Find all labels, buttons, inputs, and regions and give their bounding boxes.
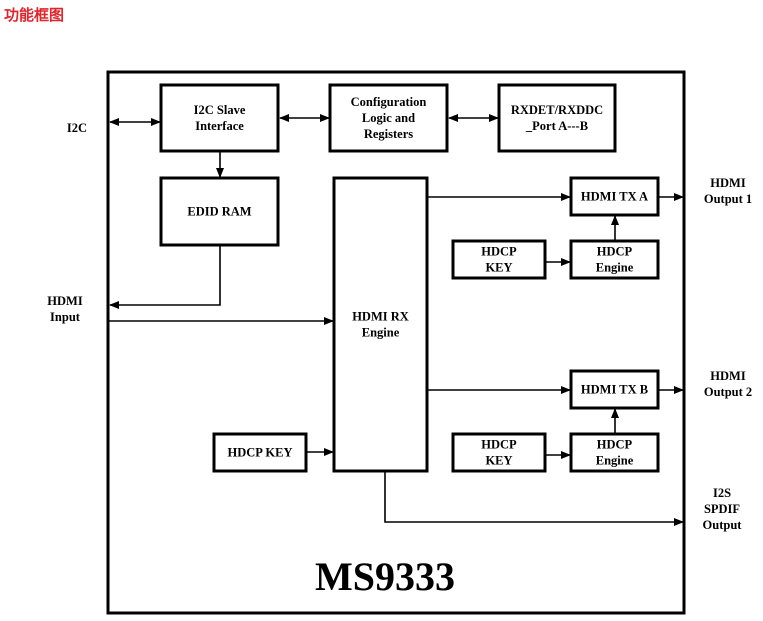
page-title: 功能框图: [4, 6, 65, 24]
hdcp-key-b-block-label: HDCP: [481, 438, 517, 452]
audio-output-port-label: Output: [703, 518, 743, 532]
hdcp-engine-b-block-rect: [569, 432, 660, 473]
config-block-label: Configuration: [351, 95, 427, 109]
hdmi-output-2-port-label: Output 2: [704, 385, 752, 399]
i2c-slave-block-label: I2C Slave: [194, 103, 246, 117]
config-block-label: Registers: [364, 127, 413, 141]
hdmi-output-1-port-label: Output 1: [704, 192, 752, 206]
hdcp-engine-a-block-rect: [569, 239, 660, 280]
i2c-port: I2C: [67, 121, 87, 135]
hdcp-key-rx-block-rect: [212, 432, 308, 473]
hdmi-rx-block: HDMI RX Engine: [332, 176, 429, 473]
edid-ram-block-label: EDID RAM: [187, 205, 251, 219]
hdmi-tx-b-block-label: HDMI TX B: [581, 383, 648, 397]
audio-output-port-label: SPDIF: [704, 502, 740, 516]
hdcp-key-a-block: HDCP KEY: [451, 239, 547, 280]
i2c-slave-block-rect: [159, 83, 280, 153]
rxdet-block-label: RXDET/RXDDC: [511, 103, 603, 117]
hdcp-engine-a-block-label: HDCP: [597, 245, 633, 259]
hdcp-key-b-block-rect: [451, 432, 547, 473]
hdcp-engine-b-block-label: HDCP: [597, 438, 633, 452]
i2c-port-label: I2C: [67, 121, 87, 135]
chip-boundary: [106, 70, 686, 615]
hdmi-rx-block-label: Engine: [362, 326, 400, 340]
hdcp-engine-a-block: HDCP Engine: [569, 239, 660, 280]
rxdet-block-rect: [497, 83, 617, 153]
hdcp-key-a-block-rect: [451, 239, 547, 280]
hdcp-engine-a-block-label: Engine: [596, 261, 634, 275]
hdcp-engine-b-block: HDCP Engine: [569, 432, 660, 473]
hdmi-tx-a-block-label: HDMI TX A: [581, 190, 648, 204]
rx-audio-arrow: [384, 472, 684, 526]
hdmi-tx-b-block: HDMI TX B: [569, 369, 660, 410]
hdmi-rx-block-label: HDMI RX: [352, 310, 409, 324]
hdmi-tx-a-block: HDMI TX A: [569, 176, 660, 217]
audio-output-port: I2S SPDIF Output: [703, 486, 743, 532]
hdmi-output-2-port: HDMI Output 2: [704, 369, 752, 399]
edid-ddc-arrow: [109, 246, 221, 309]
hdmi-tx-a-block-rect: [569, 176, 660, 217]
hdmi-input-port: HDMI Input: [47, 294, 83, 324]
hdcp-key-b-block-label: KEY: [485, 454, 512, 468]
config-block-label: Logic and: [362, 111, 415, 125]
rxdet-block-label: _Port A---B: [525, 119, 588, 133]
i2c-slave-block-label: Interface: [195, 119, 244, 133]
hdcp-key-rx-block-label: HDCP KEY: [228, 446, 293, 460]
hdmi-input-port-label: Input: [50, 310, 81, 324]
edid-ram-block-rect: [159, 176, 280, 247]
rxdet-block: RXDET/RXDDC _Port A---B: [497, 83, 617, 153]
hdmi-rx-block-rect: [332, 176, 429, 473]
chip-name: MS9333: [315, 554, 455, 599]
hdmi-output-1-port-label: HDMI: [710, 176, 746, 190]
hdmi-output-2-port-label: HDMI: [710, 369, 746, 383]
hdcp-key-a-block-label: KEY: [485, 261, 512, 275]
hdcp-key-rx-block: HDCP KEY: [212, 432, 308, 473]
config-block-rect: [328, 83, 449, 153]
hdcp-engine-b-block-label: Engine: [596, 454, 634, 468]
edid-ram-block: EDID RAM: [159, 176, 280, 247]
hdmi-output-1-port: HDMI Output 1: [704, 176, 752, 206]
hdcp-key-a-block-label: HDCP: [481, 245, 517, 259]
hdmi-input-port-label: HDMI: [47, 294, 83, 308]
audio-output-port-label: I2S: [713, 486, 731, 500]
hdcp-key-b-block: HDCP KEY: [451, 432, 547, 473]
